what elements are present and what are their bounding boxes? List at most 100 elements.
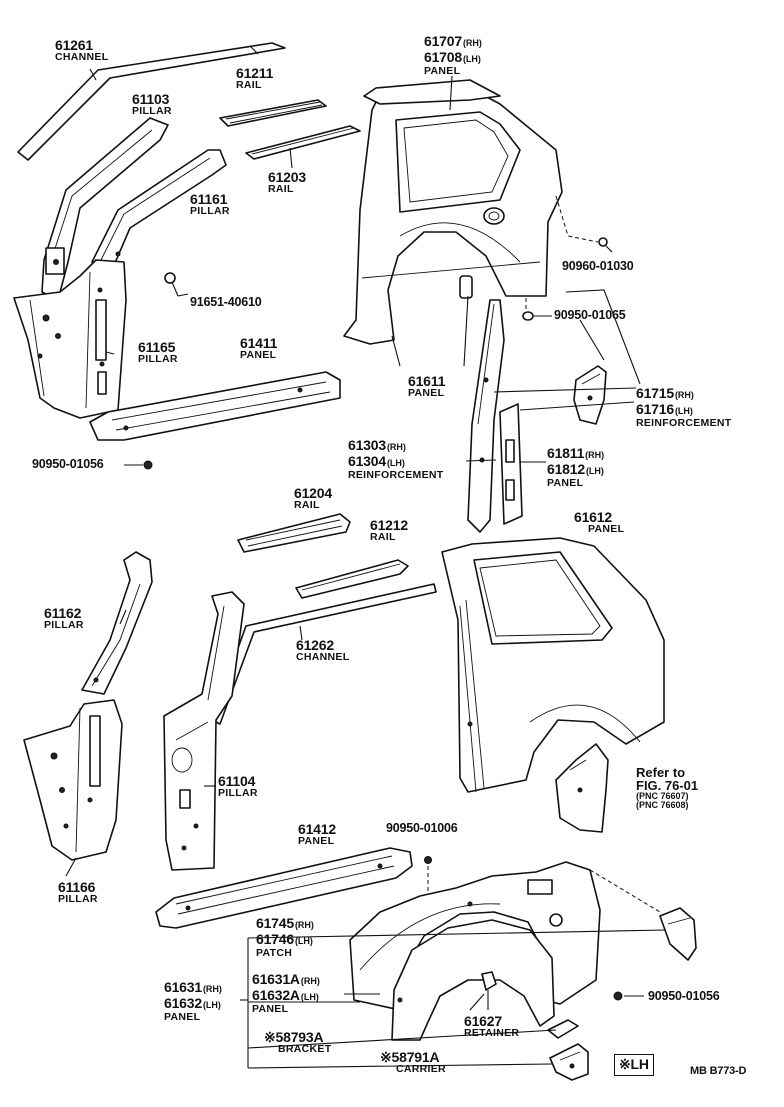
side-suffix: (LH) [462,54,481,64]
part-number: 61262 [296,637,334,653]
reinforcement-61715-drawing [573,365,607,425]
part-number: 61412 [298,821,336,837]
pillar-61161-drawing [91,149,227,271]
part-number: 61211 [236,65,274,81]
part-number: 61632A [252,987,300,1003]
side-suffix: (RH) [462,38,482,48]
part-name: PANEL [547,477,584,489]
part-number: 61411 [240,335,278,351]
side-suffix: (RH) [386,442,406,452]
part-number: 61716 [636,401,674,417]
part-name: PANEL [588,523,625,535]
part-name: CHANNEL [55,51,109,63]
pillar-61166-drawing [23,699,123,861]
part-name: PILLAR [138,353,178,365]
leader-lines-misc [65,293,485,1011]
part-number: 61162 [44,605,82,621]
label-90950-01065: 90950-01065 [554,309,626,322]
part-number: 61166 [58,879,96,895]
part-name: PANEL [408,387,445,399]
part-number: 90950-01056 [648,989,720,1003]
label-61611: 61611 PANEL [408,374,445,399]
part-number: 61165 [138,339,176,355]
label-58793A: ※58793A BRACKET [264,1030,331,1055]
bracket-58793A-drawing [589,869,697,961]
panel-61412-drawing [155,847,413,929]
side-suffix: (LH) [294,936,313,946]
retainer-61627-drawing [481,971,497,1010]
label-61715-61716: 61715(RH) 61716(LH) REINFORCEMENT [636,386,731,429]
part-number: 61612 [574,509,612,525]
nut-90950-01056-b-drawing [613,991,644,1001]
figure-code-text: MB B773-D [690,1065,747,1077]
figure-code: MB B773-D [690,1062,746,1078]
part-number: 61203 [268,169,306,185]
part-name: BRACKET [278,1043,332,1055]
reference-line3: (PNC 76607) [636,791,689,801]
label-61631A-61632A: 61631A(RH) 61632A(LH) PANEL [252,972,320,1015]
part-number: 61708 [424,49,462,65]
label-91651-40610: 91651-40610 [190,296,262,309]
part-name: PILLAR [132,105,172,117]
leader-lines-lower [240,929,667,1069]
part-number: 61304 [348,453,386,469]
side-suffix: (LH) [300,992,319,1002]
bracket-small-drawing [547,1019,579,1039]
label-90950-01006: 90950-01006 [386,822,458,835]
part-name: REINFORCEMENT [636,417,732,429]
part-number: 61631A [252,971,300,987]
label-61212: 61212 RAIL [370,518,408,543]
quarter-panel-61611-drawing [343,79,563,345]
part-number: 61104 [218,773,256,789]
label-61104: 61104 PILLAR [218,774,258,799]
part-name: PILLAR [44,619,84,631]
part-name: PILLAR [190,205,230,217]
reference-line1: Refer to [636,765,686,780]
label-61204: 61204 RAIL [294,486,332,511]
label-61303-61304: 61303(RH) 61304(LH) REINFORCEMENT [348,438,443,481]
part-name: PILLAR [218,787,258,799]
side-suffix: (RH) [202,984,222,994]
side-suffix: (LH) [674,406,693,416]
part-number: 90960-01030 [562,259,634,273]
nut-90950-01065-drawing [522,298,552,321]
side-suffix: (LH) [585,466,604,476]
label-61103: 61103 PILLAR [132,92,172,117]
part-number: 61707 [424,33,462,49]
reference-line2: FIG. 76-01 [636,778,699,793]
part-number: 61204 [294,485,332,501]
bolt-91651-drawing [164,272,179,297]
side-suffix: (LH) [386,458,405,468]
side-suffix: (RH) [294,920,314,930]
label-90950-01056-a: 90950-01056 [32,458,104,471]
leader-lines-upper [391,75,641,463]
label-58791A: ※58791A CARRIER [380,1050,446,1075]
label-61612: 61612 PANEL [574,510,624,535]
legend-lh: ※LH [614,1054,654,1076]
part-name: RETAINER [464,1027,520,1039]
part-name: PANEL [240,349,277,361]
part-number: 61631 [164,979,202,995]
part-number: 61632 [164,995,202,1011]
side-suffix: (LH) [202,1000,221,1010]
channel-61262-drawing [211,583,437,725]
part-number: 61212 [370,517,408,533]
part-name: PATCH [256,947,293,959]
part-number: 61745 [256,915,294,931]
label-61261: 61261 CHANNEL [55,38,108,63]
part-name: CHANNEL [296,651,350,663]
part-number: 61627 [464,1013,502,1029]
label-61412: 61412 PANEL [298,822,336,847]
part-number: 61746 [256,931,294,947]
part-name: RAIL [236,79,262,91]
part-number: 61715 [636,385,674,401]
part-name: PANEL [424,65,461,77]
part-number: 61811 [547,445,585,461]
part-name: PANEL [164,1011,201,1023]
label-61211: 61211 RAIL [236,66,273,91]
part-name: RAIL [370,531,396,543]
label-61631-61632: 61631(RH) 61632(LH) PANEL [164,980,222,1023]
pillar-61104-drawing [163,591,245,871]
label-61811-61812: 61811(RH) 61812(LH) PANEL [547,446,604,489]
